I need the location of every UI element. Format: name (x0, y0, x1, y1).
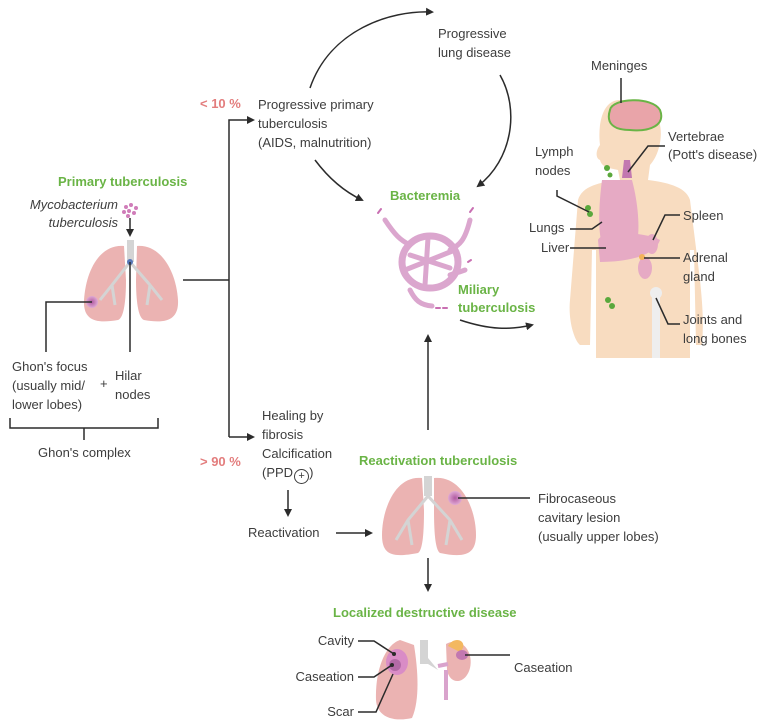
localized-disease-illustration (358, 639, 510, 720)
left-lung (83, 245, 126, 322)
vertebrae-line2: (Pott's disease) (668, 147, 758, 162)
arrow-miliary-to-body (459, 319, 534, 331)
adrenal-line1: Adrenal (683, 250, 728, 265)
progressive-primary-line2: tuberculosis (258, 116, 328, 131)
fibrocaseous-line3: (usually upper lobes) (538, 529, 659, 544)
ghon-complex-bracket (9, 418, 159, 429)
fibrocaseous-line2: cavitary lesion (538, 510, 621, 525)
cavity-label: Cavity (317, 633, 354, 648)
ghon-focus-line3: lower lobes) (12, 397, 83, 412)
healing-line3: Calcification (262, 446, 333, 461)
low-percent-label: < 10 % (200, 96, 241, 111)
progressive-primary-line1: Progressive primary (258, 97, 374, 112)
localized-disease-heading: Localized destructive disease (333, 605, 517, 620)
liver-label: Liver (541, 240, 570, 255)
hilar-nodes-line1: Hilar (115, 368, 142, 383)
arrow-lung-disease-to-bacteremia (476, 74, 512, 188)
lungs-label: Lungs (529, 220, 565, 235)
bronchi (98, 261, 164, 306)
body-lungs (599, 180, 639, 248)
healing-line4: (PPD+) (262, 465, 314, 484)
body-liver (598, 233, 660, 262)
ppd-label: (PPD (262, 465, 294, 480)
human-body-illustration (556, 78, 703, 358)
spleen-label: Spleen (683, 208, 724, 223)
lymph-nodes-line1: Lymph (535, 144, 574, 159)
healing-line2: fibrosis (262, 427, 304, 442)
adrenal-line2: gland (683, 269, 715, 284)
organism-label-line1: Mycobacterium (29, 197, 118, 212)
fibrocaseous-lesion (448, 491, 462, 505)
kidney-caseation (456, 650, 468, 660)
bacteria-cluster-icon (122, 203, 138, 218)
branch-arrows (183, 7, 534, 592)
lymph-nodes-line2: nodes (535, 163, 571, 178)
body-femur (652, 295, 660, 358)
reactivation-lungs-illustration (382, 476, 530, 556)
arrow-to-lung-disease (309, 7, 434, 89)
kidney-adrenal (448, 639, 464, 652)
trachea (127, 240, 134, 262)
arrow-progressive-to-bacteremia (314, 159, 364, 202)
meninges-label: Meninges (591, 58, 648, 73)
brain-meninges (607, 99, 663, 132)
ghon-focus-line1: Ghon's focus (12, 359, 88, 374)
joints-line1: Joints and (683, 312, 743, 327)
plus-sign: + (100, 376, 108, 391)
right-lung (136, 245, 179, 322)
body-vertebrae (622, 160, 632, 178)
lung-disease-line2: lung disease (438, 45, 511, 60)
hilar-nodes-line2: nodes (115, 387, 151, 402)
organism-label-line2: tuberculosis (48, 215, 118, 230)
lung-disease-line1: Progressive (438, 26, 507, 41)
miliary-heading-line2: tuberculosis (458, 300, 536, 315)
caseation-kidney-label: Caseation (514, 660, 573, 675)
body-adrenal (639, 254, 645, 260)
high-percent-label: > 90 % (200, 454, 241, 469)
bacteremia-vessels-illustration (377, 207, 474, 309)
bacteremia-heading: Bacteremia (390, 188, 461, 203)
fibrocaseous-line1: Fibrocaseous (538, 491, 617, 506)
caseation-lung-label: Caseation (295, 669, 354, 684)
reactivation-tb-heading: Reactivation tuberculosis (359, 453, 518, 468)
healing-line1: Healing by (262, 408, 324, 423)
progressive-primary-line3: (AIDS, malnutrition) (258, 135, 372, 150)
ppd-positive-icon: + (294, 469, 310, 484)
primary-lungs-illustration (9, 203, 179, 440)
ghon-focus-line2: (usually mid/ (12, 378, 85, 393)
miliary-heading-line1: Miliary (458, 282, 500, 297)
ghon-complex-label: Ghon's complex (38, 445, 131, 460)
vertebrae-line1: Vertebrae (668, 129, 725, 144)
reactivation-label: Reactivation (248, 525, 320, 540)
body-spleen (646, 234, 658, 254)
joints-line2: long bones (683, 331, 747, 346)
body-kidney (638, 257, 652, 279)
primary-tb-heading: Primary tuberculosis (58, 174, 188, 189)
scar-label: Scar (327, 704, 354, 719)
